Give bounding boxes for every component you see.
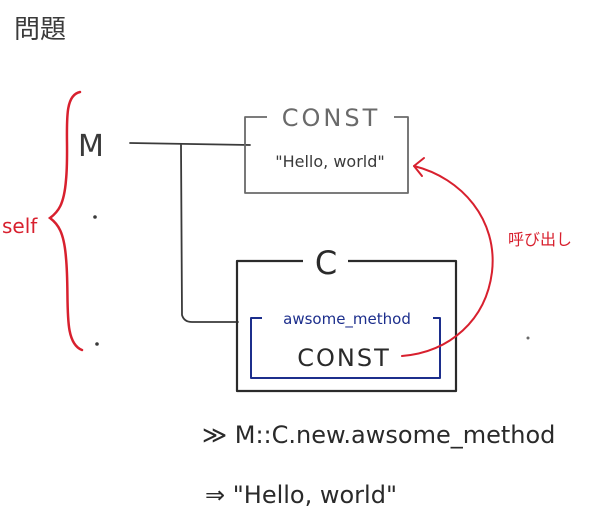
call-label: 呼び出し: [508, 230, 572, 249]
command-line: ≫ M::C.new.awsome_method: [202, 421, 555, 449]
class-box: [235, 259, 458, 393]
dot-3: [526, 336, 530, 340]
call-arrow-head: [413, 157, 425, 177]
module-name: M: [78, 129, 104, 164]
module-const-box: [244, 116, 409, 194]
dot-2: [95, 342, 99, 346]
module-const-name: CONST: [282, 104, 381, 132]
self-label: self: [2, 214, 38, 238]
module-const-value: "Hello, world": [275, 152, 385, 171]
dot-1: [93, 215, 97, 219]
method-body: CONST: [297, 344, 391, 372]
connector-module-const: [129, 142, 251, 146]
method-name: awsome_method: [283, 310, 411, 329]
connector-module-class: [180, 144, 239, 323]
page-title: 問題: [14, 15, 66, 45]
call-arrow: [401, 165, 494, 357]
method-box: [250, 317, 441, 379]
result-line: ⇒ "Hello, world": [205, 481, 397, 509]
class-name: C: [315, 244, 337, 282]
self-brace: [47, 90, 84, 352]
